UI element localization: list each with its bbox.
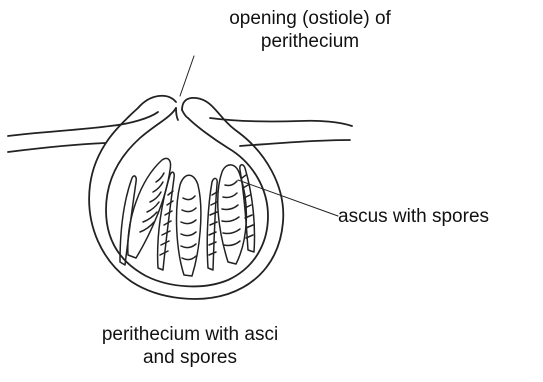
ascus: [240, 165, 255, 252]
diagram-caption: perithecium with asci and spores: [40, 323, 340, 369]
caption-line1: perithecium with asci: [40, 323, 340, 346]
ostiole-label-line1: opening (ostiole) of: [196, 7, 424, 30]
perithecium-wall: [89, 96, 283, 299]
ascus-label: ascus with spores: [338, 205, 538, 228]
ostiole-label-line2: perithecium: [196, 30, 424, 53]
ostiole-leader-line: [180, 56, 194, 96]
asci: [120, 158, 255, 276]
caption-line2: and spores: [40, 346, 340, 369]
host-surface: [8, 112, 352, 152]
ascus: [177, 175, 201, 276]
ascus: [207, 178, 217, 270]
ostiole-label: opening (ostiole) of perithecium: [196, 7, 424, 53]
